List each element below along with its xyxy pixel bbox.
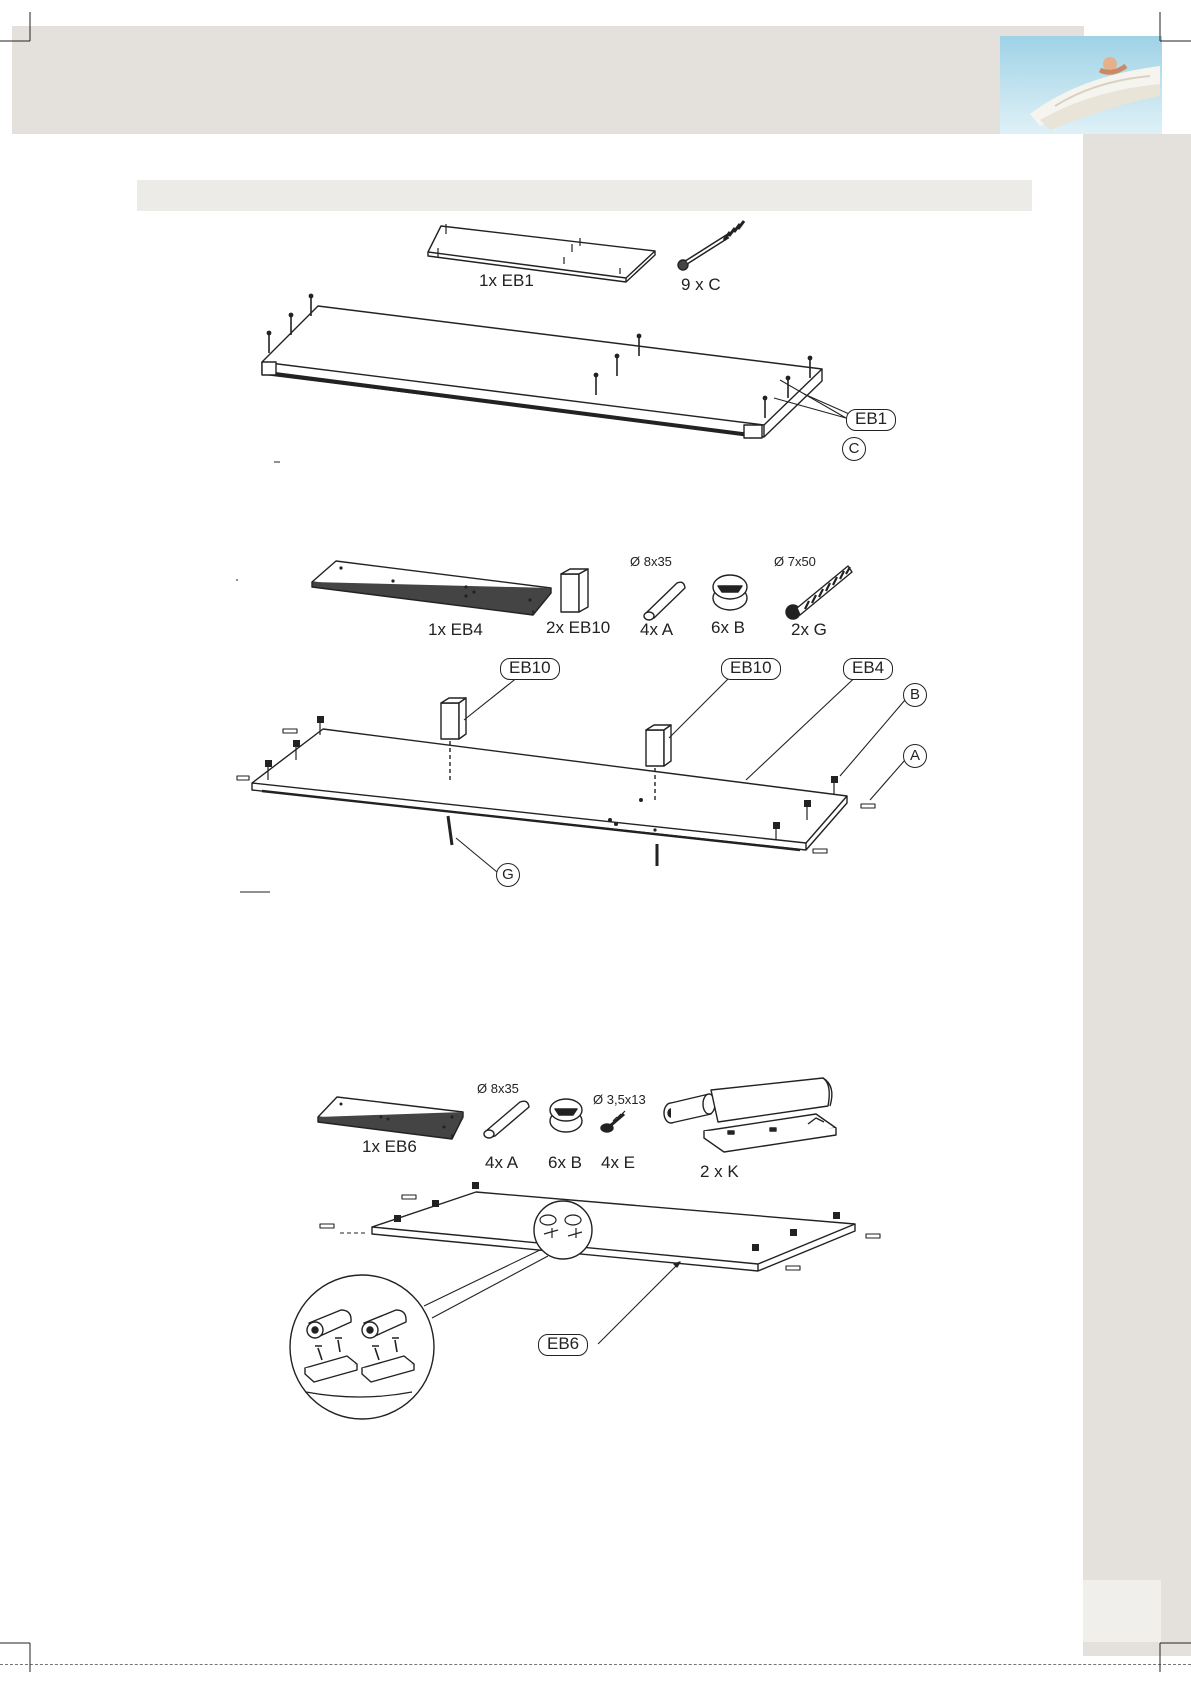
dowel-a-icon-step3 [484,1101,529,1138]
hardware-label-e: 4x E [601,1154,635,1171]
callout-eb6: EB6 [538,1334,588,1356]
cam-b-icon-step3 [550,1099,582,1132]
panel-eb6-large [320,1182,880,1271]
panel-eb6-small [318,1097,463,1139]
hardware-label-b-step3: 6x B [548,1154,582,1171]
screw-e-icon [601,1111,625,1132]
hardware-label-a-step3: 4x A [485,1154,518,1171]
size-label-a-step3: Ø 8x35 [477,1082,519,1095]
size-label-e: Ø 3,5x13 [593,1093,646,1106]
part-label-eb6: 1x EB6 [362,1138,417,1155]
detail-magnifier [290,1250,548,1419]
hardware-label-k: 2 x K [700,1163,739,1180]
push-latch-k-icon [664,1078,836,1152]
